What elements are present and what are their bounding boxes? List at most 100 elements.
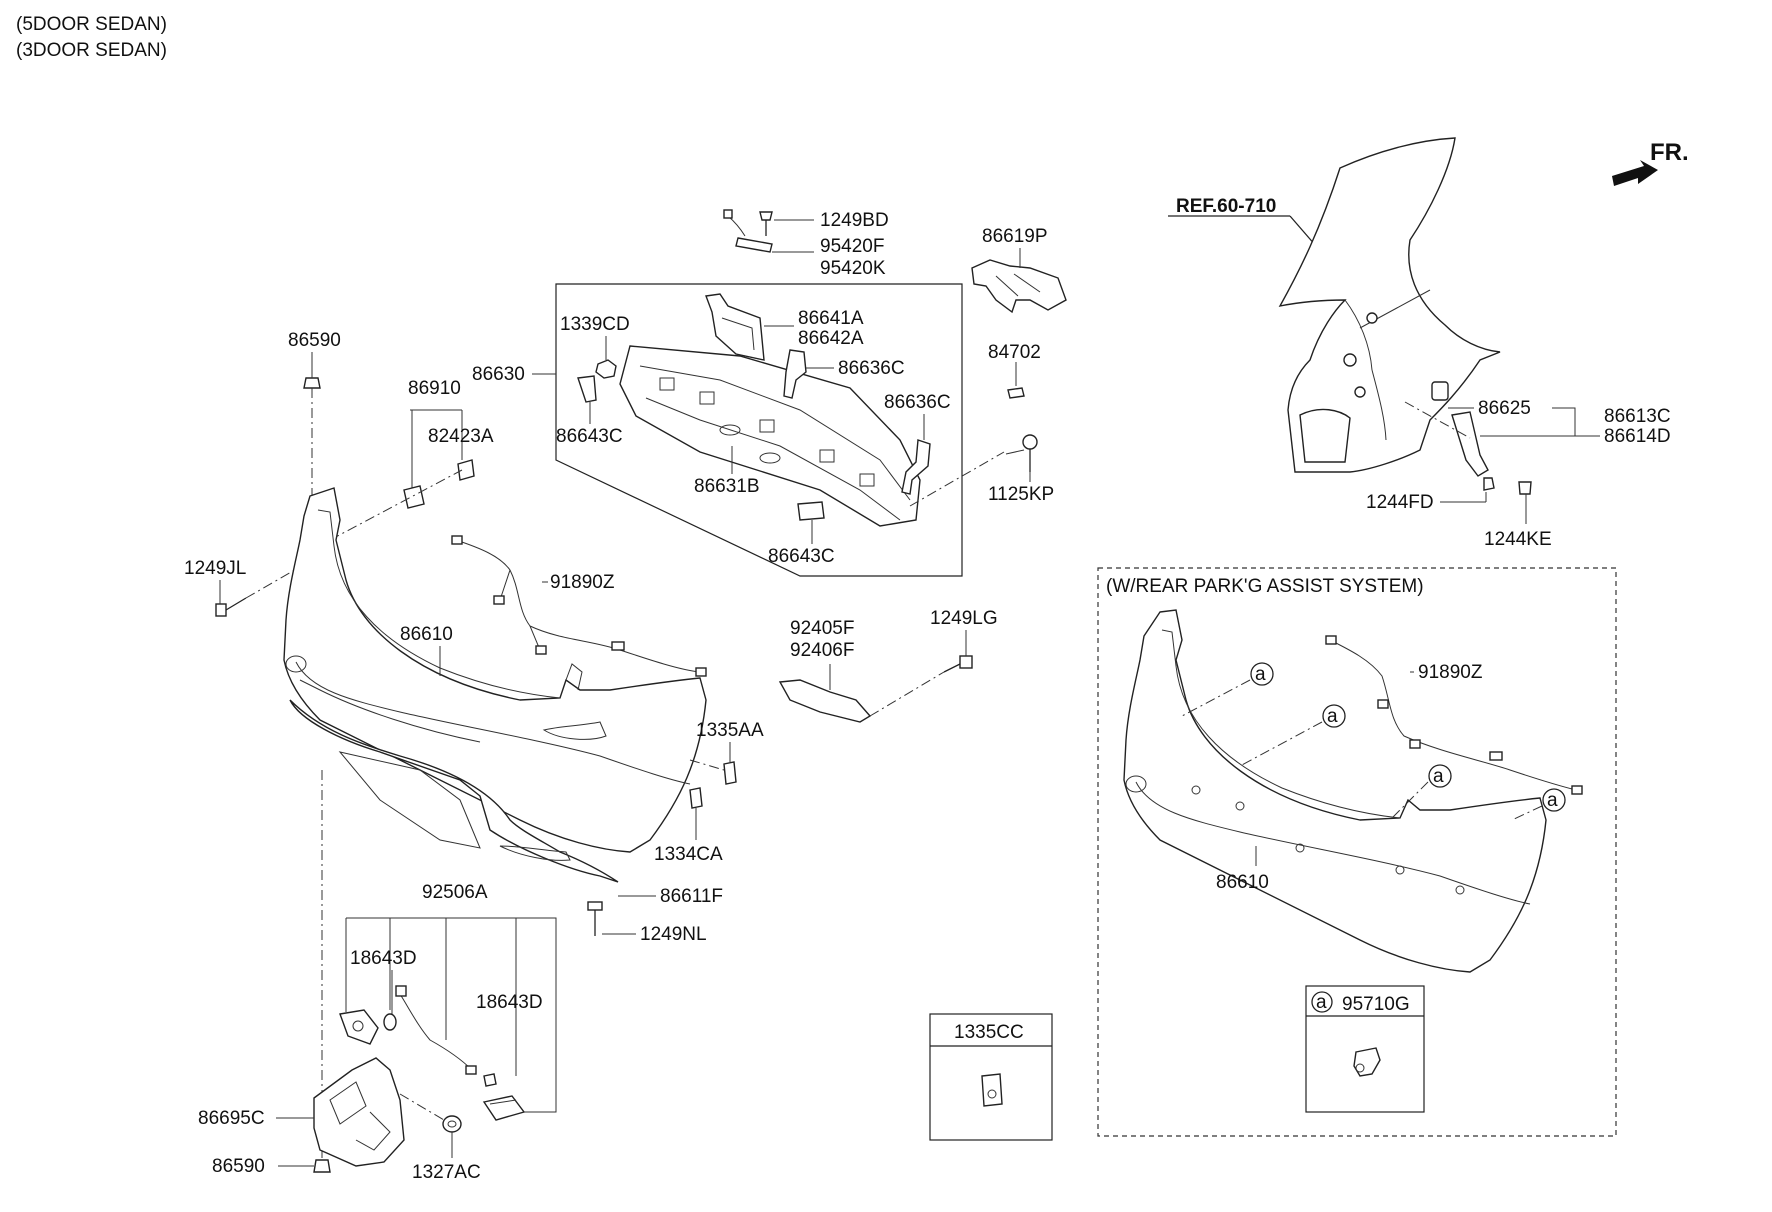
pad-82423A — [457, 459, 475, 481]
parking-sensor-icon — [1353, 1047, 1381, 1077]
part-label-1249JL: 1249JL — [184, 558, 246, 579]
part-label-86695C: 86695C — [198, 1108, 265, 1129]
part-label-1249LG: 1249LG — [930, 608, 998, 629]
bracket-86619P — [971, 259, 1067, 314]
ref-label: REF.60-710 — [1176, 196, 1276, 217]
part-label-86631B: 86631B — [694, 476, 760, 497]
part-label-86590-bottom: 86590 — [212, 1156, 265, 1177]
svg-text:a: a — [1547, 790, 1558, 811]
rear-bumper-fascia — [283, 487, 707, 853]
part-label-86642A: 86642A — [798, 328, 864, 349]
part-label-86590-top: 86590 — [288, 330, 341, 351]
part-label-18643D-a: 18643D — [350, 948, 417, 969]
side-bracket — [1431, 381, 1532, 495]
sensor-marker-a3: a — [1428, 764, 1452, 788]
screw-1249BD — [759, 211, 773, 236]
parking-assist-title: (W/REAR PARK'G ASSIST SYSTEM) — [1106, 576, 1424, 597]
connector-wire — [723, 209, 746, 237]
screw-1249NL — [587, 901, 603, 936]
svg-text:a: a — [1433, 766, 1444, 787]
part-label-1335AA: 1335AA — [696, 720, 764, 741]
clip-86643C-b — [797, 501, 825, 521]
part-label-91890Z-pas: 91890Z — [1418, 662, 1483, 683]
part-label-92406F: 92406F — [790, 640, 854, 661]
sensor-marker-a2: a — [1322, 704, 1346, 728]
dash-marker-a2 — [1239, 721, 1323, 767]
part-label-95420F: 95420F — [820, 236, 884, 257]
part-label-86613C: 86613C — [1604, 406, 1671, 427]
part-label-95420K: 95420K — [820, 258, 886, 279]
part-label-91890Z: 91890Z — [550, 572, 615, 593]
part-label-86610: 86610 — [400, 624, 453, 645]
reflector-92405F — [778, 679, 872, 723]
part-label-86636C-b: 86636C — [884, 392, 951, 413]
clip-1335CC-icon — [981, 1073, 1003, 1107]
part-label-84702: 84702 — [988, 342, 1041, 363]
part-label-1249BD: 1249BD — [820, 210, 889, 231]
screw-1249JL — [215, 597, 247, 617]
dash-1249LG — [869, 671, 945, 717]
part-label-86641A: 86641A — [798, 308, 864, 329]
part-label-18643D-b: 18643D — [476, 992, 543, 1013]
beam-assembly-box — [555, 283, 963, 577]
sensor-marker-a4: a — [1542, 788, 1566, 812]
clip-1334CA — [689, 787, 703, 809]
part-label-86611F: 86611F — [660, 886, 723, 907]
bolt-1125KP — [1005, 434, 1038, 472]
lamp-wire — [395, 985, 477, 1075]
part-label-82423A: 82423A — [428, 426, 494, 447]
lamp-bulb-right — [483, 1073, 497, 1087]
clip-box-label: 1335CC — [954, 1022, 1024, 1043]
clip-86643C-a — [577, 375, 597, 403]
grommet-86910 — [403, 485, 425, 509]
variant-label-3door: (3DOOR SEDAN) — [16, 40, 167, 61]
dash-82423A — [329, 469, 463, 541]
dash-marker-a1 — [1181, 679, 1251, 717]
dash-bracket — [1404, 401, 1471, 439]
part-label-1339CD: 1339CD — [560, 314, 630, 335]
front-label: FR. — [1650, 139, 1689, 166]
part-label-92405F: 92405F — [790, 618, 854, 639]
strap-86636C-a — [783, 349, 807, 399]
rear-bumper-fascia-pas — [1123, 609, 1547, 973]
sensor-marker-a1: a — [1250, 662, 1274, 686]
part-label-86619P: 86619P — [982, 226, 1048, 247]
ref-leader — [1289, 215, 1317, 247]
clip-86590-top — [303, 377, 321, 389]
rear-bumper-beam — [619, 345, 921, 527]
part-label-86610-pas: 86610 — [1216, 872, 1269, 893]
part-label-86643C-a: 86643C — [556, 426, 623, 447]
nut-1327AC — [442, 1115, 462, 1133]
garnish-86695C — [313, 1057, 405, 1167]
svg-text:a: a — [1255, 664, 1266, 685]
leader-86910 — [410, 409, 463, 490]
strap-86636C-b — [901, 439, 931, 495]
part-label-1125KP: 1125KP — [988, 484, 1054, 505]
dash-marker-a4 — [1511, 805, 1543, 821]
nut-1339CD — [595, 359, 617, 379]
sensor-box-label: 95710G — [1342, 994, 1410, 1015]
leader-86613C — [1480, 407, 1600, 437]
clip-86590-bottom — [313, 1159, 331, 1173]
front-arrow-icon — [1612, 160, 1658, 186]
part-label-1244FD: 1244FD — [1366, 492, 1434, 513]
pad-84702 — [1007, 387, 1025, 399]
license-lamp-right — [482, 1095, 526, 1121]
variant-label-5door: (5DOOR SEDAN) — [16, 14, 167, 35]
part-label-86625: 86625 — [1478, 398, 1531, 419]
sensor-box-95710G — [1305, 985, 1425, 1113]
part-label-86614D: 86614D — [1604, 426, 1671, 447]
part-label-1249NL: 1249NL — [640, 924, 707, 945]
part-label-86643C-b: 86643C — [768, 546, 835, 567]
screw-1249LG — [943, 655, 973, 673]
svg-text:a: a — [1316, 992, 1327, 1013]
wiring-harness-pas — [1325, 635, 1583, 795]
license-lamp-left — [339, 1009, 379, 1045]
dash-1125KP — [909, 451, 1005, 507]
part-label-86630: 86630 — [472, 364, 525, 385]
part-label-1327AC: 1327AC — [412, 1162, 481, 1183]
clip-box-1335CC — [929, 1013, 1053, 1141]
bracket-86641A — [705, 293, 765, 361]
pad-95420F — [735, 237, 773, 253]
